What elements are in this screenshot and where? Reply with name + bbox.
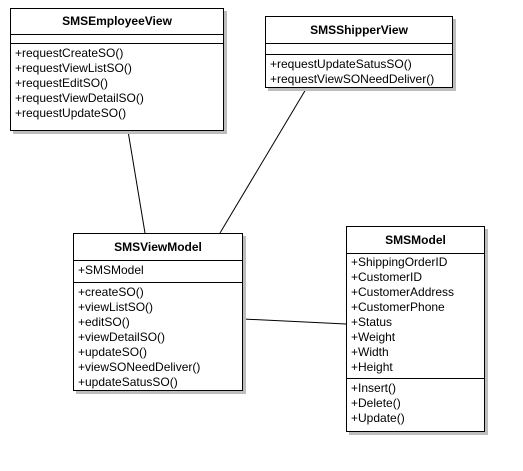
attribute: +Width <box>351 345 389 359</box>
attribute: +CustomerAddress <box>351 285 455 299</box>
operation: +requestViewSONeedDeliver() <box>270 72 435 86</box>
attributes-section <box>266 44 452 55</box>
attributes-section: +SMSModel <box>74 261 242 283</box>
operation: +viewSONeedDeliver() <box>78 360 201 374</box>
class-sms-employee-view[interactable]: SMSEmployeeView +requestCreateSO() +requ… <box>10 8 224 131</box>
operation: +requestViewDetailSO() <box>15 91 144 105</box>
class-sms-shipper-view[interactable]: SMSShipperView +requestUpdateSatusSO() +… <box>265 16 453 88</box>
class-name: SMSViewModel <box>74 234 242 261</box>
attribute: +Status <box>351 315 393 329</box>
operation: +requestViewListSO() <box>15 61 132 75</box>
operation: +viewListSO() <box>78 300 154 314</box>
operation: +Update() <box>351 411 405 425</box>
attribute: +SMSModel <box>78 263 144 277</box>
association-viewmodel-model <box>242 318 347 325</box>
class-sms-view-model[interactable]: SMSViewModel +SMSModel +createSO() +view… <box>73 233 243 391</box>
attribute: +Weight <box>351 330 396 344</box>
operation: +requestUpdateSO() <box>15 106 127 120</box>
attribute: +CustomerID <box>351 270 423 284</box>
attribute: +CustomerPhone <box>351 300 445 314</box>
operation: +viewDetailSO() <box>78 330 166 344</box>
operation: +updateSO() <box>78 345 148 359</box>
operation: +updateSatusSO() <box>78 375 178 389</box>
operations-section: +createSO() +viewListSO() +editSO() +vie… <box>74 283 242 393</box>
attribute: +Height <box>351 360 393 374</box>
association-shipper-viewmodel <box>219 88 307 234</box>
operation: +requestCreateSO() <box>15 46 124 60</box>
operations-section: +requestCreateSO() +requestViewListSO() … <box>11 44 223 124</box>
operation: +Delete() <box>351 396 401 410</box>
class-name: SMSEmployeeView <box>11 9 223 35</box>
operations-section: +Insert() +Delete() +Update() <box>347 379 484 429</box>
operation: +editSO() <box>78 315 130 329</box>
operation: +createSO() <box>78 285 144 299</box>
operation: +Insert() <box>351 381 397 395</box>
class-name: SMSModel <box>347 227 484 254</box>
attributes-section: +ShippingOrderID +CustomerID +CustomerAd… <box>347 254 484 379</box>
class-sms-model[interactable]: SMSModel +ShippingOrderID +CustomerID +C… <box>346 226 485 432</box>
class-name: SMSShipperView <box>266 17 452 44</box>
attributes-section <box>11 35 223 44</box>
operation: +requestUpdateSatusSO() <box>270 57 412 71</box>
operations-section: +requestUpdateSatusSO() +requestViewSONe… <box>266 55 452 90</box>
operation: +requestEditSO() <box>15 76 109 90</box>
attribute: +ShippingOrderID <box>351 255 448 269</box>
association-employee-viewmodel <box>127 130 146 234</box>
